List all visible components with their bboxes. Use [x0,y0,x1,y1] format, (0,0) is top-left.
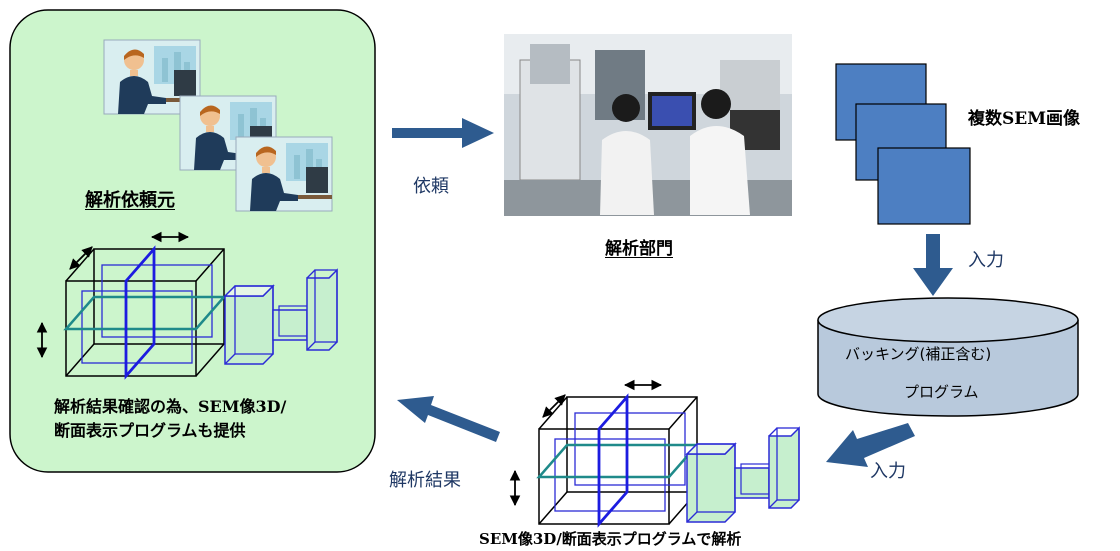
sem-images-stack [835,63,971,225]
analysis-cube-figure [515,385,697,524]
analysis-caption: SEM像3D/断面表示プログラムで解析 [479,530,742,548]
client-note-line1: 解析結果確認の為、SEM像3D/ [54,397,287,416]
program-line2: プログラム [904,383,979,401]
request-arrow [392,118,494,148]
analysis-particle-figure [686,427,800,523]
program-cylinder [817,297,1079,417]
result-arrow [397,396,500,442]
sem-images-label: 複数SEM画像 [968,109,1081,129]
input-arrow-diagonal [826,423,915,467]
lab-caption: 解析部門 [605,239,673,259]
client-title: 解析依頼元 [85,190,175,211]
input-arrow-down [913,234,953,296]
request-label: 依頼 [413,176,449,197]
result-label: 解析結果 [389,470,461,491]
client-note-line2: 断面表示プログラムも提供 [54,421,246,440]
input-label-top: 入力 [968,250,1004,271]
input-label-bottom: 入力 [870,461,906,482]
lab-photo [504,34,792,216]
program-line1: バッキング(補正含む) [845,345,992,363]
client-panel [9,9,376,473]
